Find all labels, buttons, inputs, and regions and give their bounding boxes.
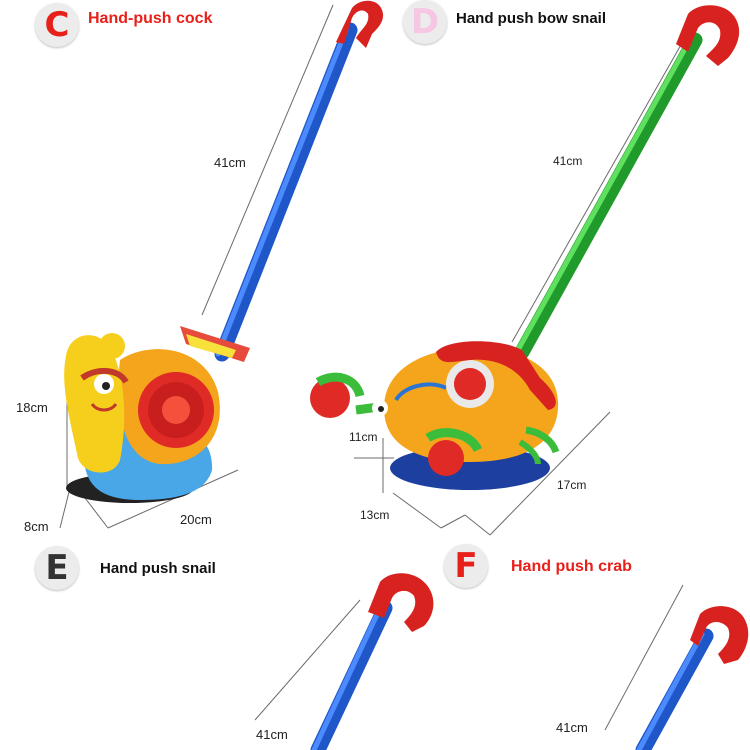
product-name-e: Hand push snail (100, 560, 216, 577)
product-name-d: Hand push bow snail (456, 10, 607, 27)
product-badge-c: C (35, 3, 79, 47)
badge-letter: E (45, 548, 69, 588)
product-badge-f: F (444, 544, 488, 588)
snail-height: 18cm (16, 400, 48, 415)
bottom-right-handle-length: 41cm (556, 720, 588, 735)
badge-letter: C (44, 5, 70, 45)
snail-handle-length: 41cm (214, 155, 246, 170)
bottom-left-handle-length: 41cm (256, 727, 288, 742)
crab-length: 17cm (557, 478, 587, 492)
crab-height: 11cm (349, 430, 378, 444)
product-badge-e: E (35, 546, 79, 590)
product-badge-d: D (403, 0, 447, 44)
snail-depth: 8cm (24, 519, 49, 534)
badge-letter: D (410, 2, 440, 42)
product-name-c: Hand-push cock (88, 10, 213, 27)
snail-length: 20cm (180, 512, 212, 527)
crab-depth: 13cm (360, 508, 390, 522)
product-name-f: Hand push crab (511, 558, 632, 575)
badge-letter: F (454, 546, 478, 586)
crab-handle-length: 41cm (553, 154, 583, 168)
